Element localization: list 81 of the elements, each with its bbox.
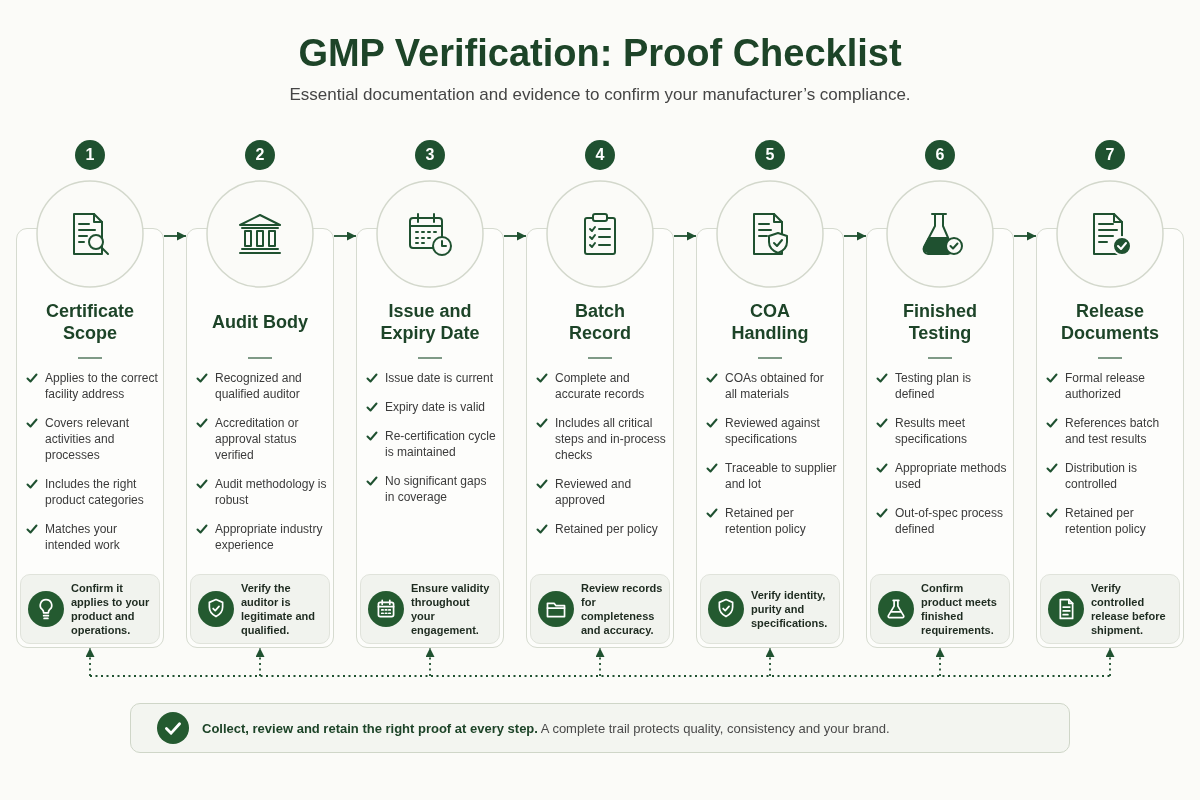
number-badge: 6 (925, 140, 955, 170)
step-heading: Batch Record (568, 300, 632, 344)
tip-text: Ensure validity throughout your engagement. (411, 581, 491, 637)
checklist-item: Complete and accurate records (555, 370, 646, 402)
tip-text: Review records for completeness and accuracy. (581, 581, 663, 637)
dotted-arrow (255, 647, 265, 677)
arrow (673, 231, 697, 241)
step-card (526, 228, 674, 648)
tip-text: Verify controlled release before shipment. (1091, 581, 1167, 637)
tip-panel (700, 574, 840, 644)
dotted-arrow (85, 647, 95, 677)
step-heading: COA Handling (730, 300, 810, 344)
step-heading: Finished Testing (902, 300, 978, 344)
arrow (333, 231, 357, 241)
step-heading: Audit Body (212, 311, 308, 333)
step-card (866, 228, 1014, 648)
dotted-arrow (935, 647, 945, 677)
checklist-item: Applies to the correct facility address (45, 370, 158, 402)
checklist-item: Testing plan is defined (895, 370, 973, 402)
checklist-item: Appropriate industry experience (215, 521, 324, 553)
dotted-arrow (765, 647, 775, 677)
checklist-item: Reviewed and approved (555, 476, 633, 508)
summary-banner (130, 703, 1070, 753)
arrow (1013, 231, 1037, 241)
tip-panel (530, 574, 670, 644)
tip-panel (20, 574, 160, 644)
number-badge: 4 (585, 140, 615, 170)
tip-text: Confirm product meets finished requirements. (921, 581, 998, 637)
tip-panel (190, 574, 330, 644)
checklist-item: Retained per policy (555, 521, 658, 537)
checklist-item: Re-certification cycle is maintained (385, 428, 497, 460)
tip-panel (360, 574, 500, 644)
step-heading: Certificate Scope (45, 300, 135, 344)
checklist-item: Appropriate methods used (895, 460, 1008, 492)
arrow (163, 231, 187, 241)
checklist-item: Retained per retention policy (725, 505, 807, 537)
checklist-item: Audit methodology is robust (215, 476, 328, 508)
tip-text: Verify identity, purity and specifications. (751, 588, 829, 630)
checklist-item: Reviewed against specifications (725, 415, 821, 447)
dotted-arrow (425, 647, 435, 677)
number-badge: 1 (75, 140, 105, 170)
step-heading: Release Documents (1060, 300, 1160, 344)
number-badge: 7 (1095, 140, 1125, 170)
step-heading: Issue and Expiry Date (379, 300, 481, 344)
number-badge: 3 (415, 140, 445, 170)
checklist-item: Retained per retention policy (1065, 505, 1147, 537)
tip-panel (1040, 574, 1180, 644)
checklist-item: Includes all critical steps and in-process checks (555, 415, 667, 463)
dotted-arrow (1105, 647, 1115, 677)
dotted-arrow (595, 647, 605, 677)
checklist-item: Out-of-spec process defined (895, 505, 1005, 537)
checklist-item: References batch and test results (1065, 415, 1161, 447)
dotted-line (89, 675, 1111, 677)
checklist-item: Expiry date is valid (385, 399, 486, 415)
checklist-item: Distribution is controlled (1065, 460, 1139, 492)
step-card (356, 228, 504, 648)
tip-text: Verify the auditor is legitimate and qualified. (241, 581, 316, 637)
subtitle: Essential documentation and evidence to confirm your manufacturer’s compliance. (289, 84, 911, 106)
checklist-item: Formal release authorized (1065, 370, 1147, 402)
checklist-item: Matches your intended work (45, 521, 121, 553)
checklist-item: Includes the right product categories (45, 476, 145, 508)
number-badge: 2 (245, 140, 275, 170)
step-card (1036, 228, 1184, 648)
number-badge: 5 (755, 140, 785, 170)
step-card (16, 228, 164, 648)
checklist-item: COAs obtained for all materials (725, 370, 825, 402)
arrow (503, 231, 527, 241)
summary-text: Collect, review and retain the right proof at every step. A complete trail protects quality, consistency and your brand. (202, 719, 890, 737)
checklist-item: Issue date is current (385, 370, 494, 386)
step-card (696, 228, 844, 648)
checklist-item: Accreditation or approval status verified (215, 415, 300, 463)
tip-panel (870, 574, 1010, 644)
arrow (843, 231, 867, 241)
checklist-item: Results meet specifications (895, 415, 969, 447)
checklist-item: No significant gaps in coverage (385, 473, 488, 505)
tip-text: Confirm it applies to your product and operations. (71, 581, 151, 637)
checklist-item: Covers relevant activities and processes (45, 415, 131, 463)
title: GMP Verification: Proof Checklist (298, 31, 902, 76)
step-card (186, 228, 334, 648)
checklist-item: Traceable to supplier and lot (725, 460, 838, 492)
checklist-item: Recognized and qualified auditor (215, 370, 303, 402)
